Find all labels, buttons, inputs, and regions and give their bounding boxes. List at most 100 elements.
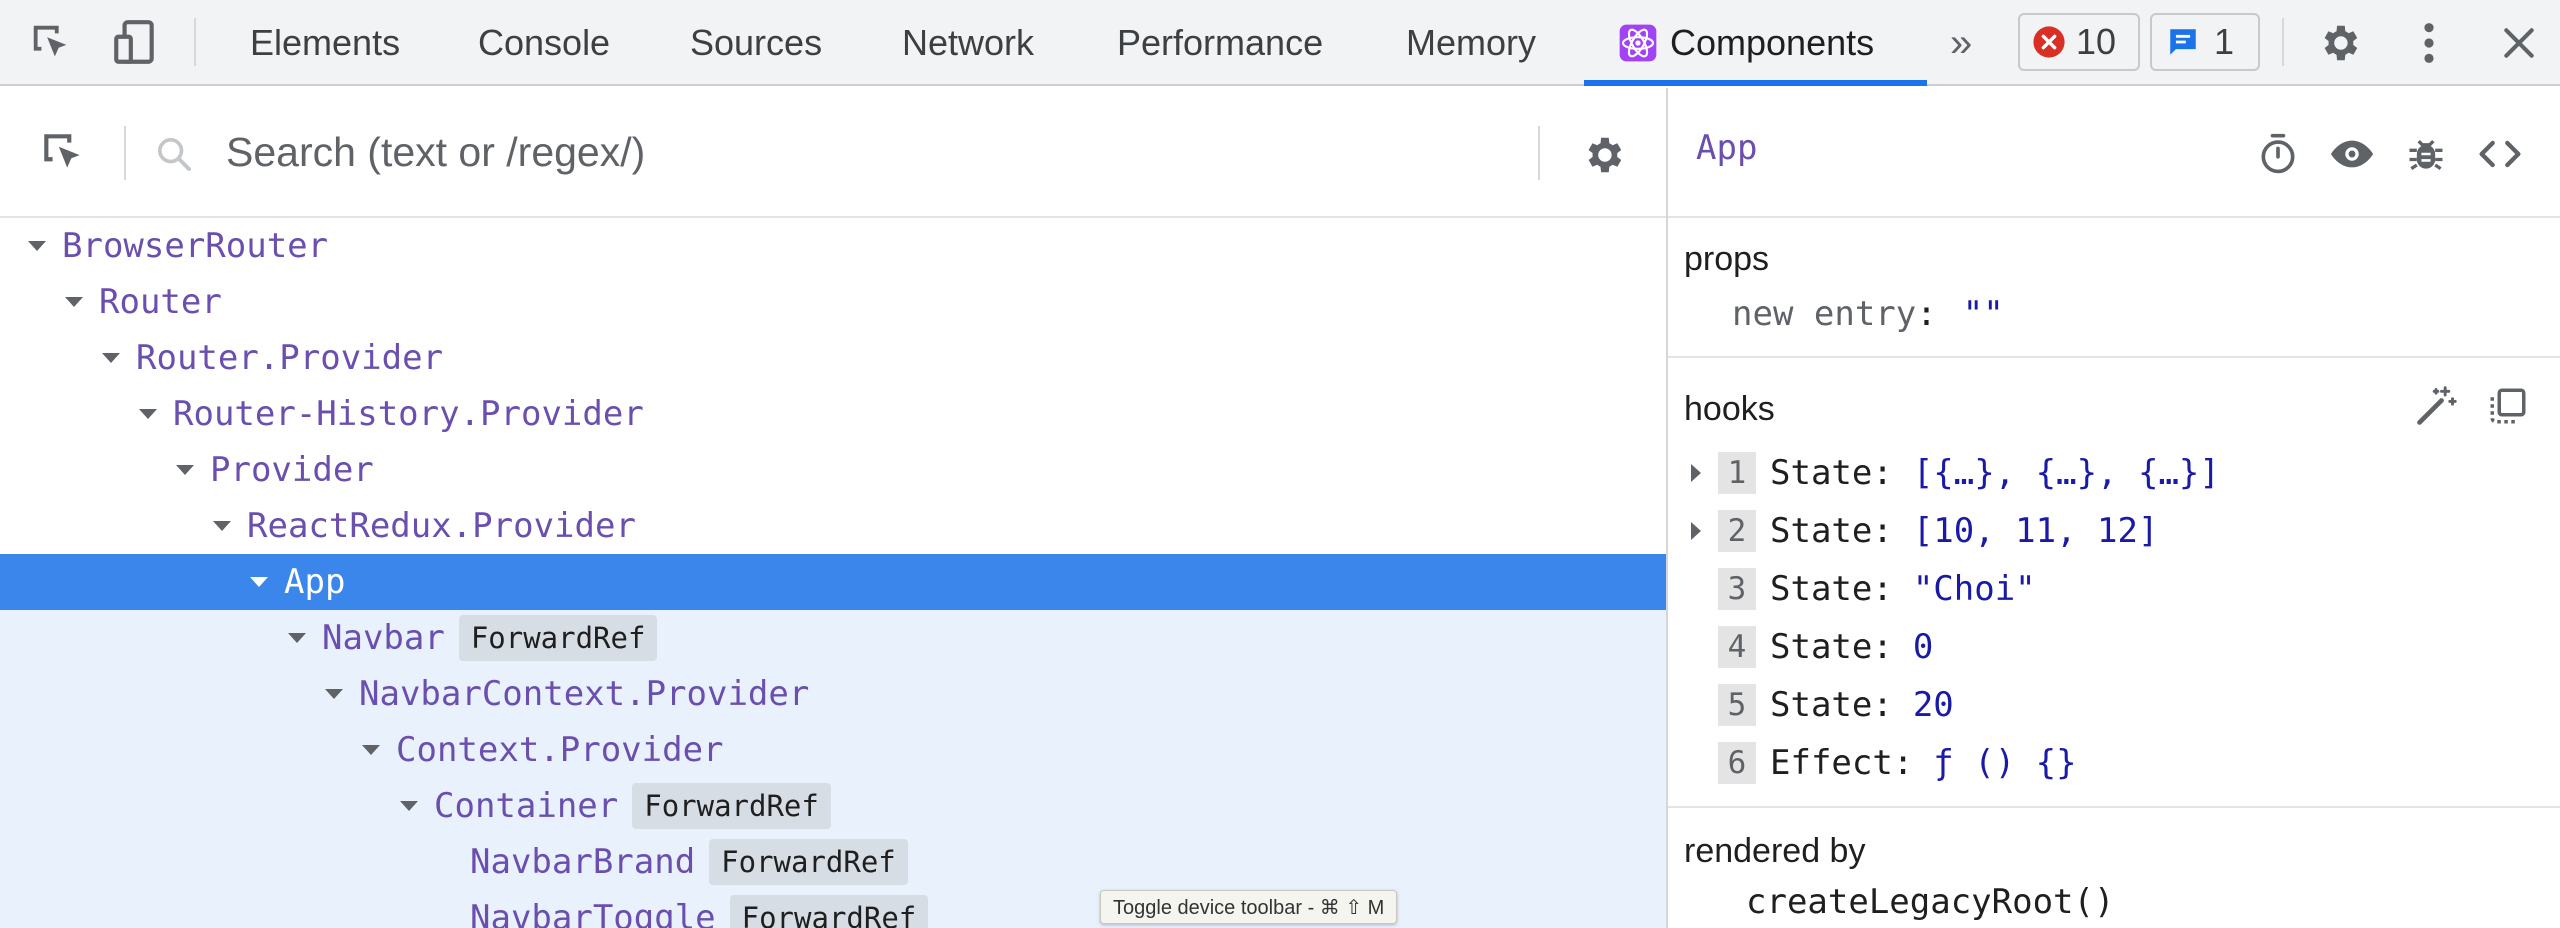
hooks-section-title: hooks	[1684, 390, 1775, 428]
devtools-tab-bar: Elements Console Sources Network Perform…	[0, 0, 2560, 86]
tree-row-label: Router	[99, 282, 222, 322]
tab-network[interactable]: Network	[902, 22, 1035, 63]
expand-toggle-icon[interactable]	[288, 633, 306, 643]
tab-memory[interactable]: Memory	[1406, 22, 1537, 63]
tree-row[interactable]: Provider	[0, 442, 1666, 498]
expand-toggle-icon[interactable]	[250, 577, 268, 587]
tab-components-label: Components	[1670, 22, 1875, 63]
expand-toggle-icon[interactable]	[213, 521, 231, 531]
tab-sources[interactable]: Sources	[690, 22, 823, 63]
expand-toggle-icon[interactable]	[325, 689, 343, 699]
expand-toggle-icon[interactable]	[139, 409, 157, 419]
inspect-element-icon[interactable]	[26, 20, 76, 66]
prop-value[interactable]: ""	[1962, 294, 2004, 334]
hook-name: State:	[1770, 627, 1893, 667]
messages-badge[interactable]: 1	[2150, 13, 2260, 71]
hook-index: 3	[1718, 568, 1756, 610]
tree-row-label: App	[284, 562, 346, 602]
expand-toggle-icon[interactable]	[65, 297, 83, 307]
copy-icon[interactable]	[2480, 378, 2536, 434]
close-icon[interactable]	[2494, 18, 2544, 68]
props-section-title: props	[1684, 240, 1770, 278]
messages-count: 1	[2214, 21, 2235, 62]
react-icon	[1618, 23, 1658, 63]
forwardref-badge: ForwardRef	[729, 895, 929, 928]
settings-gear-icon[interactable]	[2314, 18, 2364, 68]
errors-count: 10	[2076, 21, 2117, 62]
hook-value[interactable]: ƒ () {}	[1933, 743, 2077, 783]
rendered-by-title: rendered by	[1684, 832, 1866, 870]
stopwatch-icon[interactable]	[2250, 126, 2306, 182]
tree-row[interactable]: Router.Provider	[0, 330, 1666, 386]
tab-performance[interactable]: Performance	[1117, 22, 1324, 63]
hook-index: 6	[1718, 742, 1756, 784]
tree-row-label: ReactRedux.Provider	[247, 506, 636, 546]
search-divider-right	[1538, 126, 1540, 180]
tab-console[interactable]: Console	[478, 22, 611, 63]
tree-row[interactable]: Context.Provider	[0, 722, 1666, 778]
hook-value[interactable]: "Choi"	[1912, 569, 2036, 609]
tree-row-selected[interactable]: App	[0, 554, 1666, 610]
tree-row-label: Context.Provider	[396, 730, 724, 770]
tree-row[interactable]: ReactRedux.Provider	[0, 498, 1666, 554]
hook-index: 1	[1718, 452, 1756, 494]
hook-value[interactable]: 20	[1912, 685, 1954, 725]
tree-row-label: NavbarContext.Provider	[359, 674, 810, 714]
hook-row[interactable]: 6 Effect: ƒ () {}	[1684, 738, 2077, 788]
magic-wand-icon[interactable]	[2408, 378, 2464, 434]
more-options-icon[interactable]	[2404, 18, 2454, 68]
tab-components[interactable]: Components	[1618, 0, 1874, 86]
tree-row-label: NavbarToggle	[470, 898, 716, 928]
expand-toggle-icon[interactable]	[400, 801, 418, 811]
tree-row[interactable]: NavbarContext.Provider	[0, 666, 1666, 722]
search-divider	[124, 126, 126, 180]
expand-hook-icon[interactable]	[1684, 464, 1708, 482]
hook-value[interactable]: [10, 11, 12]	[1912, 511, 2159, 551]
tree-settings-gear-icon[interactable]	[1578, 130, 1628, 180]
hook-name: Effect:	[1770, 743, 1914, 783]
hook-row[interactable]: 4 State: 0	[1684, 622, 1933, 672]
hook-value[interactable]: 0	[1912, 627, 1934, 667]
tree-row-label: Router-History.Provider	[173, 394, 644, 434]
select-element-icon[interactable]	[36, 128, 90, 178]
tree-search-bar	[0, 88, 1666, 218]
component-tree-pane: BrowserRouter Router Router.Provider Rou…	[0, 88, 1666, 928]
selected-component-name: App	[1696, 128, 1758, 168]
hook-value[interactable]: [{…}, {…}, {…}]	[1912, 453, 2220, 493]
device-toolbar-icon[interactable]	[108, 18, 162, 68]
view-source-icon[interactable]	[2472, 126, 2528, 182]
expand-toggle-icon[interactable]	[28, 241, 46, 251]
expand-toggle-icon[interactable]	[362, 745, 380, 755]
search-input[interactable]	[226, 122, 1516, 182]
errors-badge[interactable]: 10	[2018, 13, 2140, 71]
tree-row[interactable]: Router	[0, 274, 1666, 330]
forwardref-badge: ForwardRef	[632, 783, 831, 829]
inspector-header: App	[1668, 88, 2560, 218]
hook-index: 4	[1718, 626, 1756, 668]
expand-hook-icon[interactable]	[1684, 522, 1708, 540]
tree-row[interactable]: Router-History.Provider	[0, 386, 1666, 442]
prop-row[interactable]: new entry:""	[1732, 294, 2004, 334]
expand-toggle-icon[interactable]	[102, 353, 120, 363]
hook-index: 5	[1718, 684, 1756, 726]
expand-toggle-icon[interactable]	[176, 465, 194, 475]
section-divider	[1668, 806, 2560, 808]
tree-row-label: Provider	[210, 450, 374, 490]
toolbar-divider	[194, 18, 196, 66]
tab-elements[interactable]: Elements	[250, 22, 401, 63]
toolbar-divider	[2282, 18, 2284, 66]
tooltip: Toggle device toolbar - ⌘ ⇧ M	[1100, 890, 1398, 924]
section-divider	[1668, 356, 2560, 358]
more-tabs-button[interactable]: »	[1950, 20, 1973, 65]
eye-icon[interactable]	[2324, 126, 2380, 182]
bug-icon[interactable]	[2398, 126, 2454, 182]
tree-row[interactable]: BrowserRouter	[0, 218, 1666, 274]
tree-row[interactable]: NavbarToggle ForwardRef	[0, 890, 1666, 928]
